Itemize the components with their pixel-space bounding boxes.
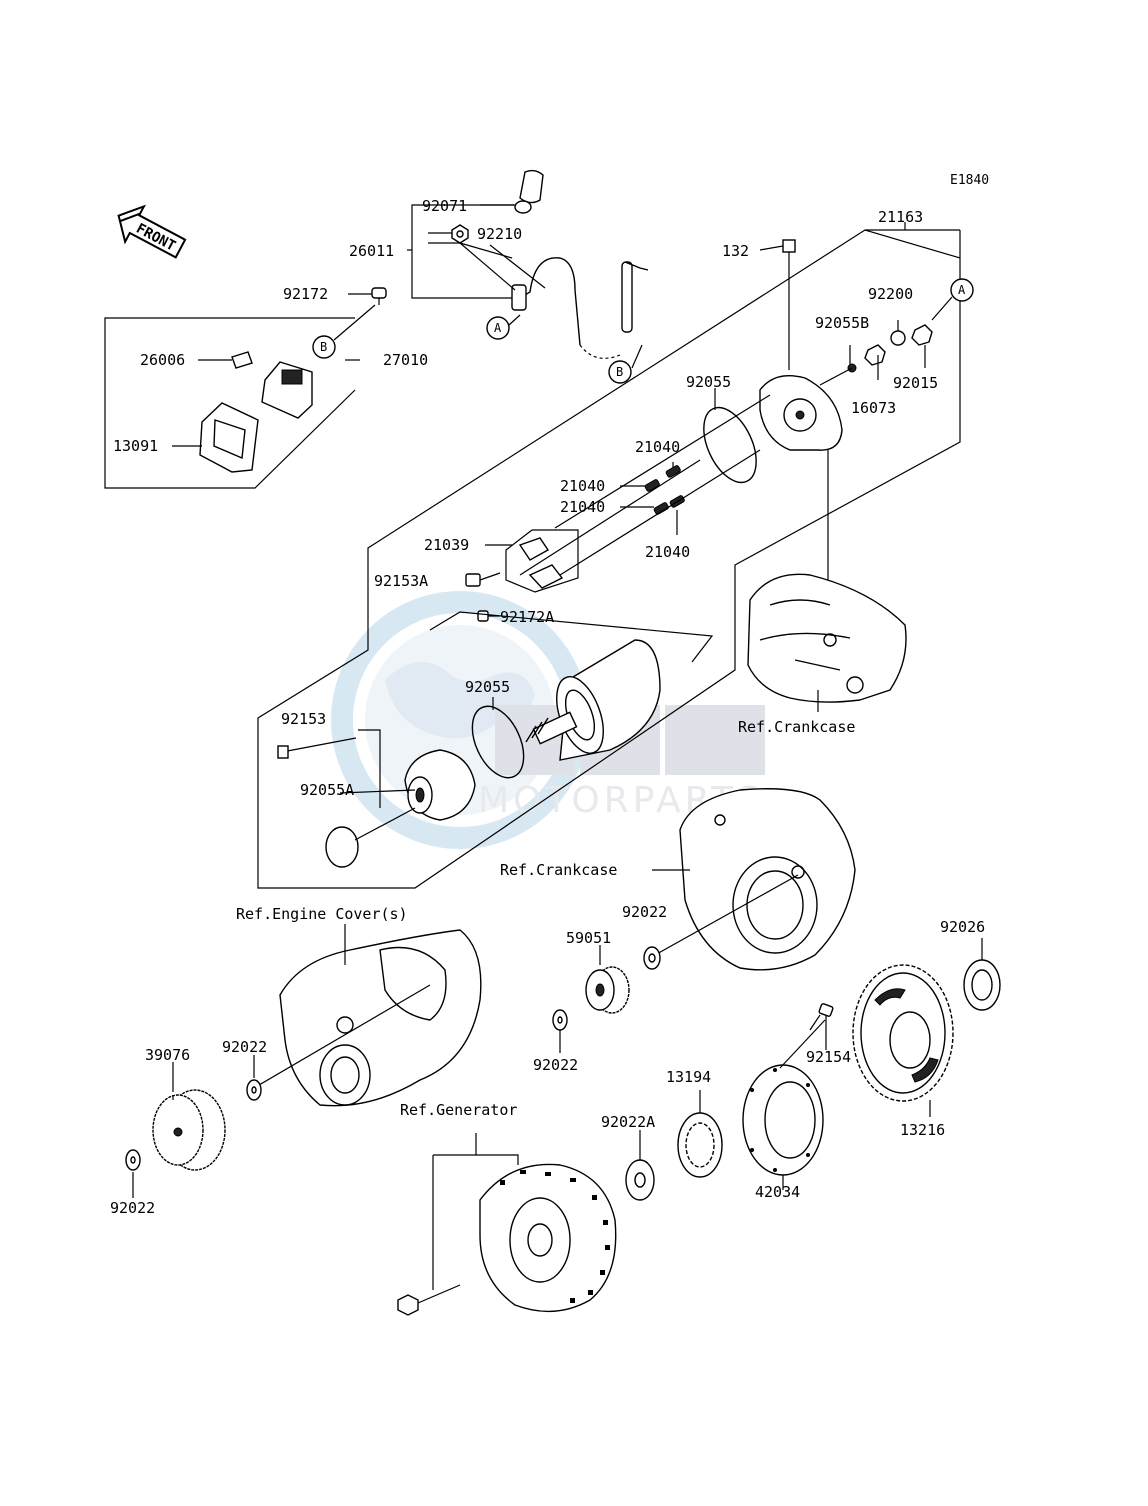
label-92055B: 92055B bbox=[815, 314, 869, 332]
callout-a-cable bbox=[486, 316, 510, 340]
label-92022A: 92022A bbox=[601, 1113, 655, 1131]
front-arrow-icon: FRONT bbox=[117, 204, 187, 259]
diagram-code: E1840 bbox=[950, 173, 989, 188]
label-92022-c: 92022 bbox=[222, 1038, 267, 1056]
label-92055A: 92055A bbox=[300, 781, 354, 799]
label-21040-a: 21040 bbox=[635, 438, 680, 456]
label-26006: 26006 bbox=[140, 351, 185, 369]
label-92026: 92026 bbox=[940, 918, 985, 936]
label-92154: 92154 bbox=[806, 1048, 851, 1066]
svg-text:B: B bbox=[320, 340, 327, 354]
callout-b-relay bbox=[312, 335, 336, 359]
svg-text:A: A bbox=[494, 321, 502, 335]
label-92071: 92071 bbox=[422, 197, 467, 215]
svg-text:A: A bbox=[958, 283, 966, 297]
label-27010: 27010 bbox=[383, 351, 428, 369]
callout-b-cable bbox=[608, 360, 632, 384]
label-13194: 13194 bbox=[666, 1068, 711, 1086]
label-39076: 39076 bbox=[145, 1046, 190, 1064]
label-92055-mid: 92055 bbox=[465, 678, 510, 696]
svg-text:B: B bbox=[616, 365, 623, 379]
label-92022-d: 92022 bbox=[110, 1199, 155, 1217]
ref-crankcase-top: Ref.Crankcase bbox=[738, 718, 855, 736]
label-13091: 13091 bbox=[113, 437, 158, 455]
label-42034: 42034 bbox=[755, 1183, 800, 1201]
label-13216: 13216 bbox=[900, 1121, 945, 1139]
label-92200: 92200 bbox=[868, 285, 913, 303]
label-21039: 21039 bbox=[424, 536, 469, 554]
label-21040-c: 21040 bbox=[560, 498, 605, 516]
label-92022-b: 92022 bbox=[533, 1056, 578, 1074]
ref-generator: Ref.Generator bbox=[400, 1101, 517, 1119]
label-92172A: 92172A bbox=[500, 608, 554, 626]
label-59051: 59051 bbox=[566, 929, 611, 947]
label-92055-top: 92055 bbox=[686, 373, 731, 391]
label-92153A: 92153A bbox=[374, 572, 428, 590]
label-21040-d: 21040 bbox=[645, 543, 690, 561]
label-21163: 21163 bbox=[878, 208, 923, 226]
label-16073: 16073 bbox=[851, 399, 896, 417]
label-26011: 26011 bbox=[349, 242, 394, 260]
label-92015: 92015 bbox=[893, 374, 938, 392]
ref-crankcase-mid: Ref.Crankcase bbox=[500, 861, 617, 879]
label-92022-a: 92022 bbox=[622, 903, 667, 921]
label-21040-b: 21040 bbox=[560, 477, 605, 495]
callout-a-motor bbox=[950, 278, 974, 302]
label-132: 132 bbox=[722, 242, 749, 260]
label-92153: 92153 bbox=[281, 710, 326, 728]
ref-engine-cover: Ref.Engine Cover(s) bbox=[236, 905, 408, 923]
label-92172: 92172 bbox=[283, 285, 328, 303]
label-92210: 92210 bbox=[477, 225, 522, 243]
